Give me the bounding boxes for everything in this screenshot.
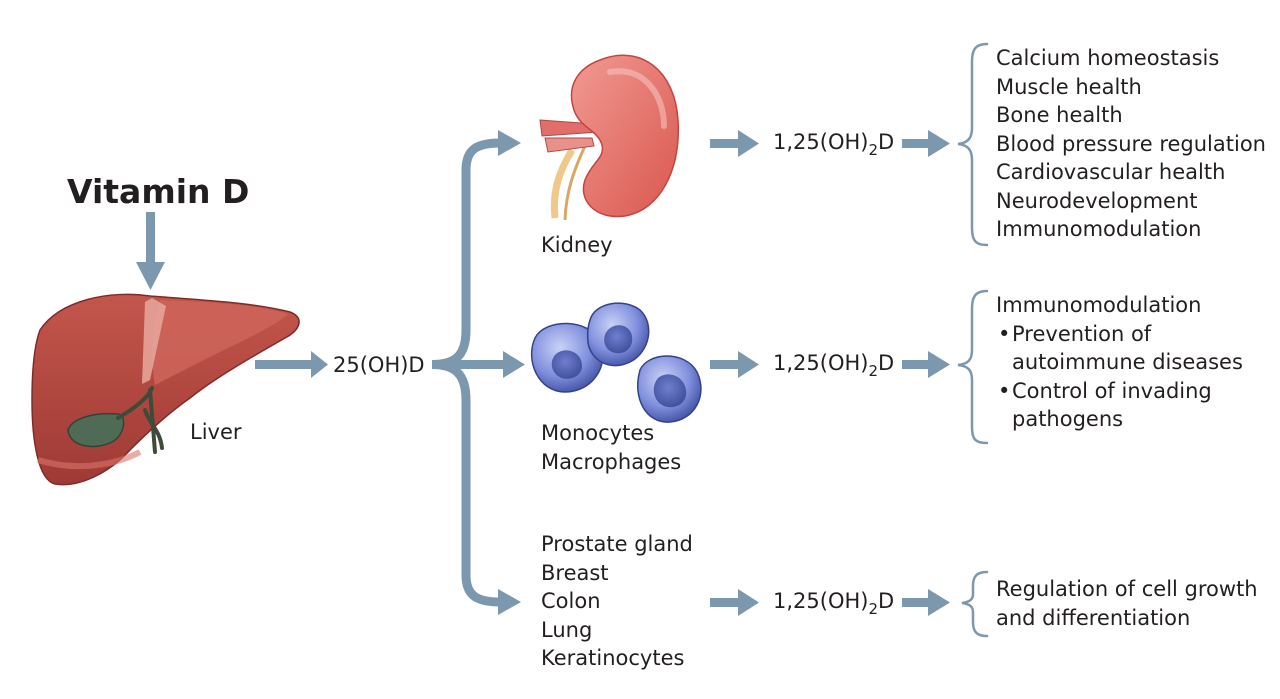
liver-arrow [255,351,328,378]
monocyte-effects-list: Immunomodulation •Prevention of autoimmu… [996,291,1243,434]
effect-heading: Immunomodulation [996,293,1202,317]
effect-item: Regulation of cell growth [996,577,1258,601]
effect-item: Bone health [996,103,1123,127]
kidney-effects-list: Calcium homeostasis Muscle health Bone h… [996,44,1266,244]
effect-bullet: •Prevention of [998,321,1152,346]
effect-bullet-cont: pathogens [1012,407,1124,431]
liver-illustration [31,293,300,486]
branch-arrows [431,138,505,607]
arrowhead-prostate [498,589,521,615]
metabolite-arrows [710,130,759,616]
effect-item: Immunomodulation [996,217,1202,241]
effect-item: and differentiation [996,605,1191,630]
tissue-label-monocytes: Monocytes Macrophages [541,421,682,474]
intermediate-label: 25(OH)D [333,353,425,377]
effect-item: Muscle health [996,74,1142,99]
arrowhead-monocytes [503,351,525,378]
liver-label: Liver [190,420,242,444]
arrowhead-kidney [498,130,521,156]
vitamin-d-arrow [136,212,165,290]
tissue-label-kidney: Kidney [541,233,613,257]
metabolite-label-1: 1,25(OH)2D [773,130,895,159]
effect-arrows [902,130,950,616]
tissue-label-other: Prostate gland Breast Colon Lung Keratin… [541,532,693,670]
kidney-illustration [539,54,680,221]
effect-item: Cardiovascular health [996,160,1226,184]
immune-cell-illustration [530,302,702,423]
effect-item: Calcium homeostasis [996,46,1220,70]
effect-bullet-cont: autoimmune diseases [1012,350,1243,374]
metabolite-label-3: 1,25(OH)2D [773,589,895,618]
vitamin-d-title: Vitamin D [67,172,250,211]
effect-item: Neurodevelopment [996,188,1198,213]
other-effects-list: Regulation of cell growth and differenti… [996,575,1258,632]
metabolite-label-2: 1,25(OH)2D [773,351,895,380]
effect-item: Blood pressure regulation [996,131,1266,156]
effect-bullet: •Control of invading [998,378,1212,403]
effect-braces [957,42,989,638]
